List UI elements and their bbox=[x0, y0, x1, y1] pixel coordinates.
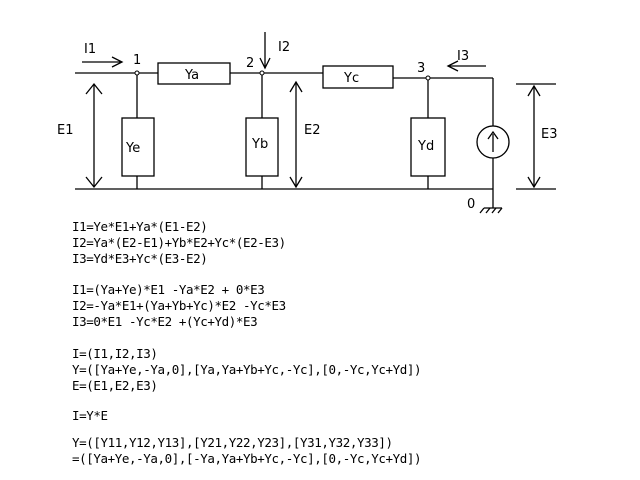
e1-arrow-bottom bbox=[85, 176, 103, 189]
i2-label: I2 bbox=[278, 40, 290, 55]
node1-label: 1 bbox=[133, 53, 141, 68]
yb-label: Yb bbox=[251, 137, 268, 152]
ground-hatch-3 bbox=[491, 207, 497, 214]
source-arrow-head bbox=[487, 130, 499, 140]
yd-box bbox=[410, 117, 446, 177]
e3-arrow-bottom bbox=[527, 176, 541, 189]
equations-expanded: I1=(Ya+Ye)*E1 -Ya*E2 + 0*E3 I2=-Ya*E1+(Y… bbox=[72, 282, 286, 330]
equation-matrix-form: I=Y*E bbox=[72, 408, 108, 424]
node1-junction bbox=[134, 70, 140, 76]
equation-line: Y=([Ya+Ye,-Ya,0],[Ya,Ya+Yb+Yc,-Yc],[0,-Y… bbox=[72, 362, 422, 377]
equation-line: I=(I1,I2,I3) bbox=[72, 346, 158, 361]
yb-box bbox=[245, 117, 279, 177]
equation-line: I2=Ya*(E2-E1)+Yb*E2+Yc*(E2-E3) bbox=[72, 235, 286, 250]
e3-arrow-top bbox=[527, 84, 541, 97]
ye-box bbox=[121, 117, 155, 177]
equation-line: I2=-Ya*E1+(Ya+Yb+Yc)*E2 -Yc*E3 bbox=[72, 298, 286, 313]
e2-label: E2 bbox=[304, 123, 321, 138]
i1-label: I1 bbox=[84, 42, 96, 57]
i1-arrow-head bbox=[111, 56, 124, 68]
node3-junction bbox=[425, 75, 431, 81]
ground-label: 0 bbox=[467, 197, 475, 212]
i3-label: I3 bbox=[457, 49, 469, 64]
e3-label: E3 bbox=[541, 127, 558, 142]
ground-hatch-1 bbox=[479, 207, 485, 214]
circuit-diagram: 1 2 3 0 Ya Yc Ye Yb Yd I1 I2 I3 E1 E2 E3 bbox=[57, 32, 558, 214]
e2-arrow-top bbox=[289, 80, 303, 93]
equations-vectors: I=(I1,I2,I3) Y=([Ya+Ye,-Ya,0],[Ya,Ya+Yb+… bbox=[72, 346, 422, 394]
equation-line: I1=(Ya+Ye)*E1 -Ya*E2 + 0*E3 bbox=[72, 282, 265, 297]
yc-box bbox=[322, 65, 394, 89]
node2-label: 2 bbox=[246, 56, 254, 71]
equations-admittance-matrix: Y=([Y11,Y12,Y13],[Y21,Y22,Y23],[Y31,Y32,… bbox=[72, 435, 422, 467]
node3-label: 3 bbox=[417, 61, 425, 76]
yd-label: Yd bbox=[417, 139, 434, 154]
ground-hatch-4 bbox=[497, 207, 503, 214]
node2-junction bbox=[259, 70, 265, 76]
equations-kcl: I1=Ye*E1+Ya*(E1-E2) I2=Ya*(E2-E1)+Yb*E2+… bbox=[72, 219, 286, 267]
ya-label: Ya bbox=[184, 68, 199, 83]
i2-arrow-head bbox=[259, 57, 271, 70]
equation-line: Y=([Y11,Y12,Y13],[Y21,Y22,Y23],[Y31,Y32,… bbox=[72, 435, 393, 450]
e1-arrow-top bbox=[85, 82, 103, 95]
equation-line: E=(E1,E2,E3) bbox=[72, 378, 158, 393]
equation-line: I3=0*E1 -Yc*E2 +(Yc+Yd)*E3 bbox=[72, 314, 258, 329]
i3-arrow-head bbox=[446, 60, 459, 72]
yc-label: Yc bbox=[343, 71, 359, 86]
equation-line: I1=Ye*E1+Ya*(E1-E2) bbox=[72, 219, 208, 234]
equation-line: I3=Yd*E3+Yc*(E3-E2) bbox=[72, 251, 208, 266]
ya-box bbox=[157, 62, 231, 85]
equation-line: =([Ya+Ye,-Ya,0],[-Ya,Ya+Yb+Yc,-Yc],[0,-Y… bbox=[72, 451, 422, 466]
equation-line: I=Y*E bbox=[72, 408, 108, 423]
ye-label: Ye bbox=[125, 141, 140, 156]
e1-label: E1 bbox=[57, 123, 74, 138]
ground-hatch-2 bbox=[485, 207, 491, 214]
e2-arrow-bottom bbox=[289, 176, 303, 189]
